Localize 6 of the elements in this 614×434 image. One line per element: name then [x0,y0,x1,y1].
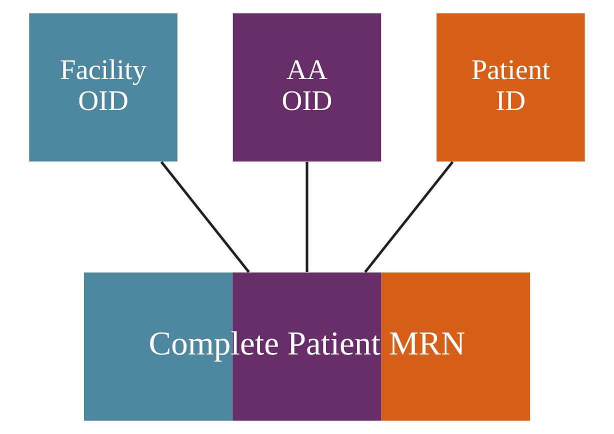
connector [306,162,308,272]
node-box: Facility OID [29,13,178,162]
node-box: AA OID [232,13,382,162]
connector [160,161,250,273]
node-box: Patient ID [436,13,585,162]
connector [364,161,454,273]
